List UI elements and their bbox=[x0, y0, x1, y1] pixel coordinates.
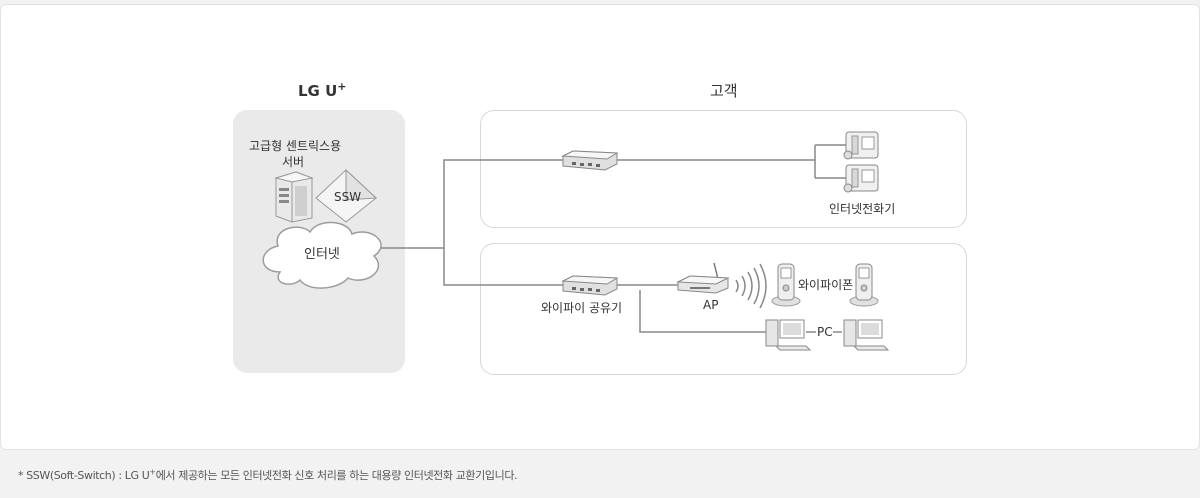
phone-label: 인터넷전화기 bbox=[829, 202, 896, 216]
customer-wifi-box bbox=[480, 243, 967, 375]
internet-label: 인터넷 bbox=[304, 247, 340, 262]
ap-label: AP bbox=[703, 298, 719, 312]
wifi-router-icon bbox=[561, 275, 619, 296]
wifi-phone-label: 와이파이폰 bbox=[798, 278, 854, 292]
router-label: 와이파이 공유기 bbox=[541, 301, 623, 315]
line-phone-ends bbox=[815, 144, 846, 179]
pc-icon bbox=[843, 319, 890, 351]
ssw-label: SSW bbox=[334, 190, 362, 204]
wifi-phone-icon bbox=[849, 263, 879, 307]
provider-title-text: LG U bbox=[298, 82, 338, 100]
server-icon bbox=[274, 171, 314, 223]
server-label-line2: 서버 bbox=[282, 155, 305, 169]
line-router-to-pc bbox=[639, 290, 766, 333]
line-internet-to-hub bbox=[378, 159, 563, 249]
wifi-phone-icon bbox=[771, 263, 801, 307]
ip-phone-icon bbox=[843, 164, 879, 193]
connection-lines bbox=[378, 144, 846, 333]
server-label-line1: 고급형 센트릭스용 bbox=[249, 139, 342, 153]
customer-title: 고객 bbox=[710, 82, 738, 100]
footnote-sup: + bbox=[149, 467, 156, 477]
ssw-icon bbox=[315, 168, 378, 223]
customer-phone-box bbox=[480, 110, 967, 228]
line-internet-to-router bbox=[443, 248, 563, 286]
footnote: * SSW(Soft-Switch) : LG U+에서 제공하는 모든 인터넷… bbox=[18, 467, 518, 483]
provider-title-sup: + bbox=[337, 80, 347, 93]
provider-title: LG U+ bbox=[298, 80, 347, 100]
ip-phone-icon bbox=[843, 131, 879, 160]
cloud-icon bbox=[262, 221, 382, 289]
pc-icon bbox=[765, 319, 812, 351]
access-point-icon bbox=[676, 262, 730, 294]
wifi-signal-icon bbox=[735, 263, 767, 309]
footnote-suffix: 에서 제공하는 모든 인터넷전화 신호 처리를 하는 대용량 인터넷전화 교환기… bbox=[155, 469, 518, 482]
footnote-prefix: * SSW(Soft-Switch) : LG U bbox=[18, 469, 150, 482]
switch-hub-icon bbox=[561, 150, 619, 171]
pc-label: PC bbox=[817, 325, 833, 339]
